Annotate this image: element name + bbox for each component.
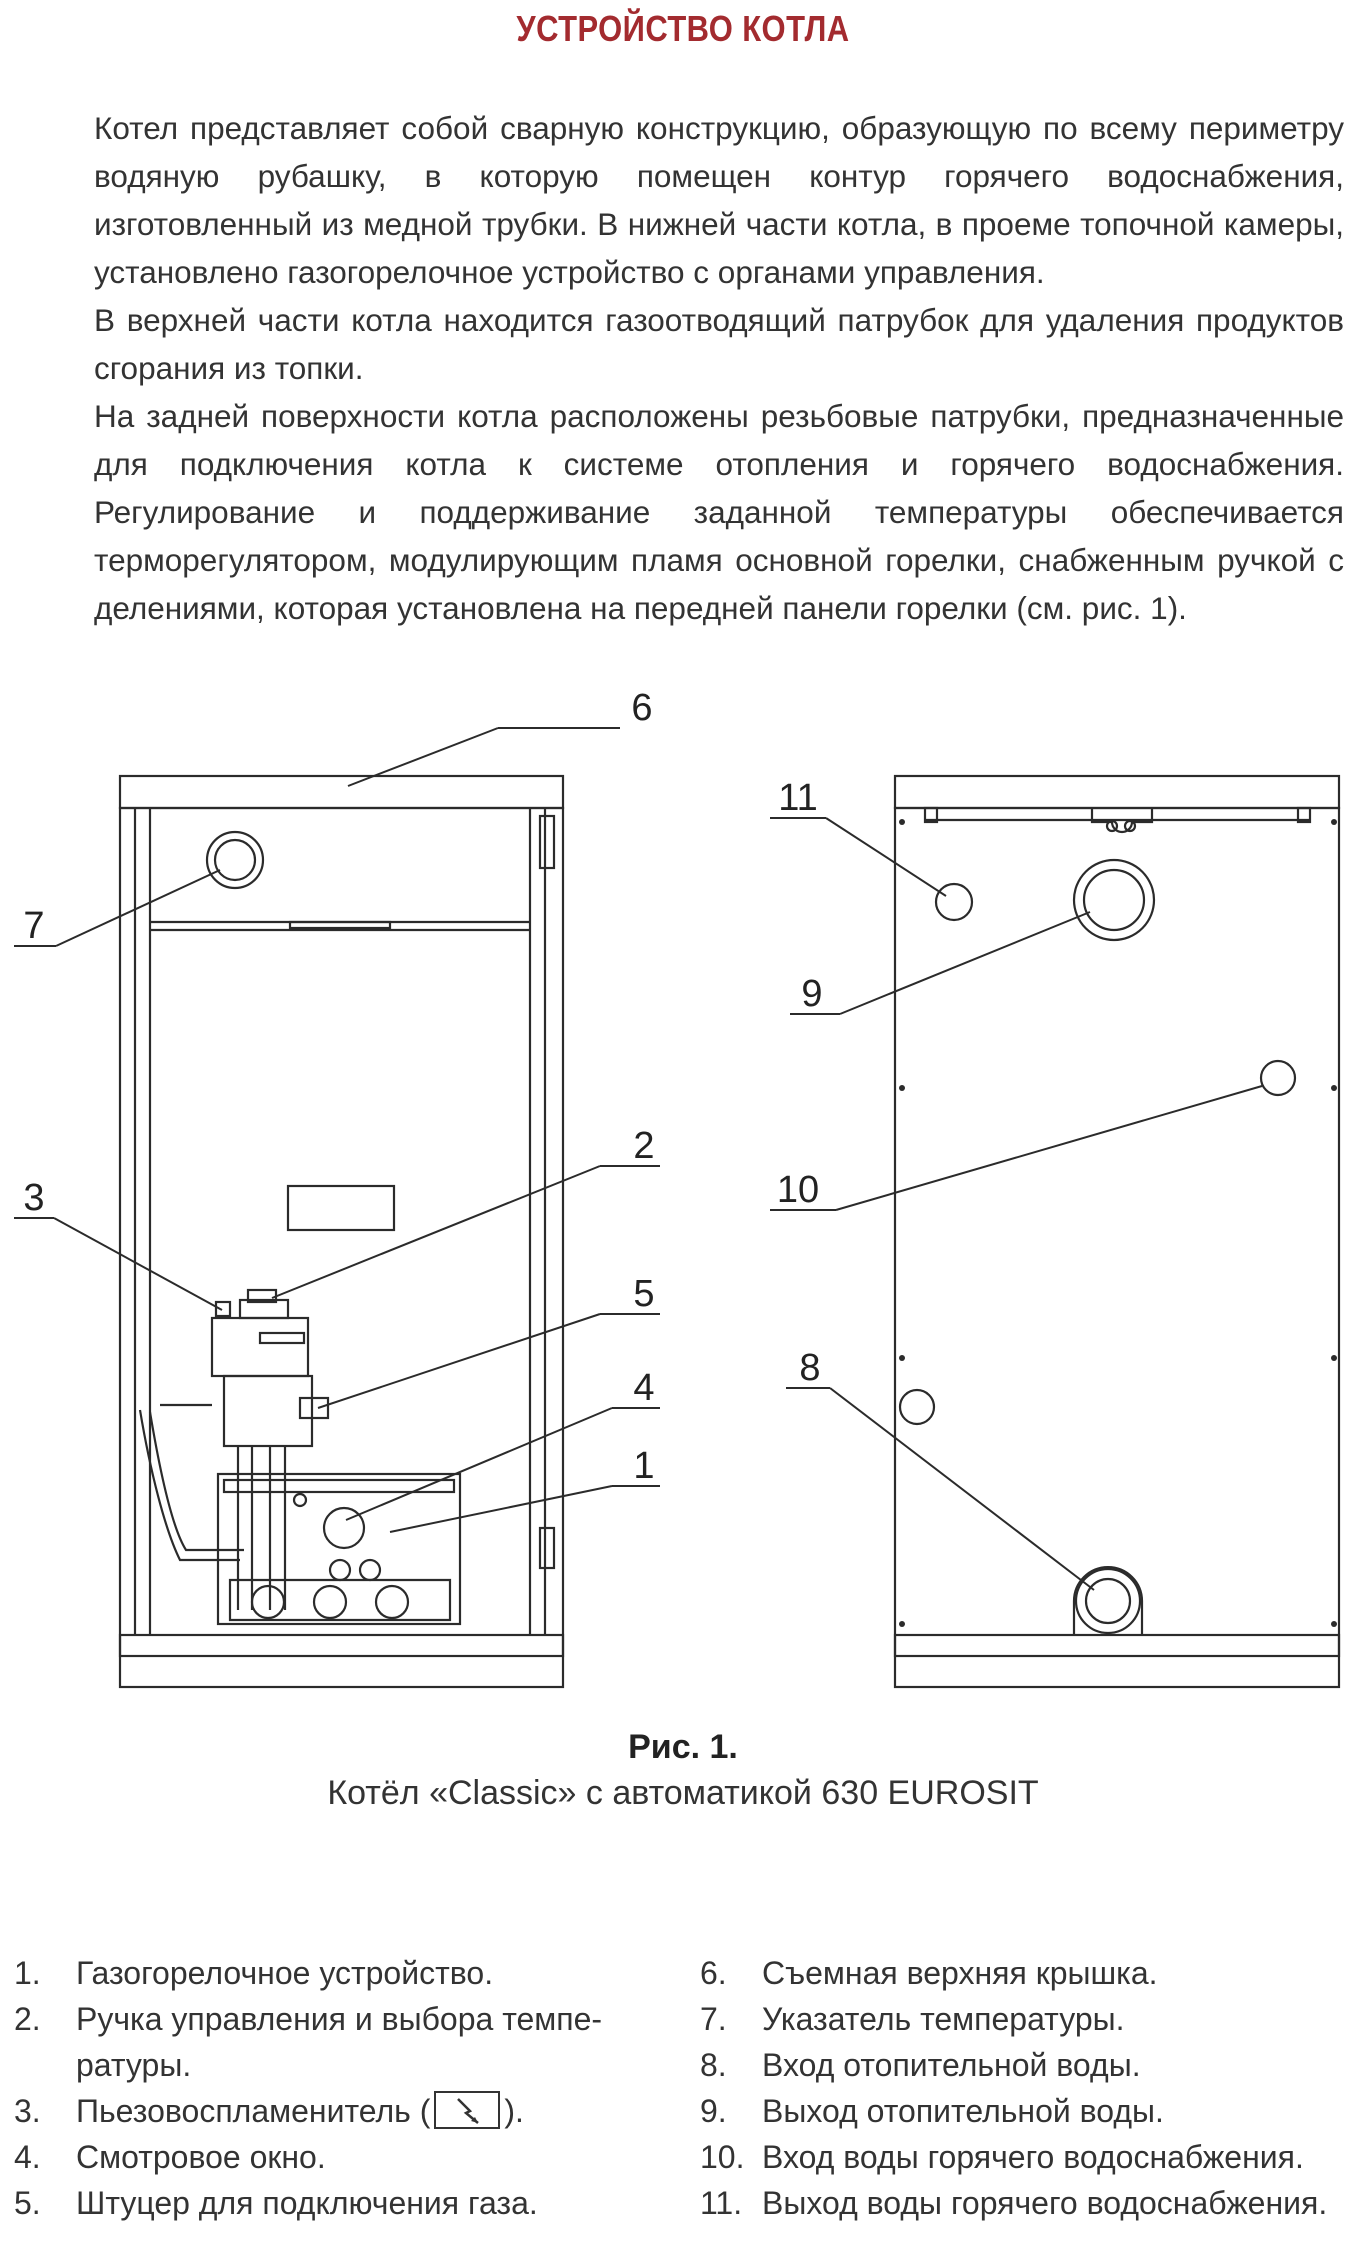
legend-item: 4. Смотровое окно.	[14, 2139, 326, 2175]
piezo-spark-icon	[434, 2091, 501, 2129]
thermometer-icon	[205, 830, 265, 890]
gas-valve	[210, 1316, 310, 1378]
legend-item: 8. Вход отопительной воды.	[700, 2047, 1141, 2083]
hot-water-outlet-icon	[934, 882, 974, 922]
paragraph-3: На задней поверхности котла расположены …	[94, 398, 1344, 626]
paragraph-1: Котел представляет собой сварную констру…	[94, 110, 1344, 290]
legend-left-column: 1. Газогорелочное устройство. 2. Ручка у…	[14, 1950, 654, 2226]
boiler-figure: 6 7 3 2 5 4 1 11 9 10 8	[0, 650, 1366, 1720]
legend-item: 9. Выход отопительной воды.	[700, 2093, 1164, 2129]
callout-3: 3	[23, 1177, 44, 1219]
figure-caption-subtitle: Котёл «Classic» с автоматикой 630 EUROSI…	[327, 1774, 1039, 1812]
hot-water-inlet-icon	[1259, 1059, 1297, 1097]
legend-item: 6. Съемная верхняя крышка.	[700, 1955, 1158, 1991]
legend-right-column: 6. Съемная верхняя крышка. 7. Указатель …	[700, 1950, 1360, 2226]
front-view	[118, 774, 565, 1689]
heating-inlet-icon	[1074, 1567, 1142, 1635]
legend-item: 3. Пьезовоспламенитель ().	[14, 2091, 524, 2129]
callout-9: 9	[801, 973, 822, 1015]
back-view	[893, 774, 1341, 1689]
page-title: УСТРОЙСТВО КОТЛА	[516, 8, 850, 49]
legend-item: 5. Штуцер для подключения газа.	[14, 2185, 538, 2221]
legend-item: 10. Вход воды горячего водоснабжения.	[700, 2139, 1304, 2175]
callout-7: 7	[23, 905, 44, 947]
top-cover	[118, 774, 565, 810]
legend-item: 7. Указатель температуры.	[700, 2001, 1125, 2037]
burner	[216, 1472, 462, 1626]
callout-1: 1	[633, 1445, 654, 1487]
callout-6: 6	[631, 687, 652, 729]
callout-8: 8	[799, 1347, 820, 1389]
figure-caption-title: Рис. 1.	[628, 1728, 738, 1766]
back-top-cover	[893, 774, 1341, 810]
callout-10: 10	[777, 1169, 819, 1211]
callout-4: 4	[633, 1367, 654, 1409]
heating-outlet-icon	[1072, 858, 1156, 942]
legend-item: 11. Выход воды горячего водоснабжения.	[700, 2185, 1328, 2221]
legend-item: 1. Газогорелочное устройство.	[14, 1955, 494, 1991]
legend-item: 2. Ручка управления и выбора темпе-ратур…	[14, 2001, 603, 2083]
callout-5: 5	[633, 1273, 654, 1315]
callout-2: 2	[633, 1125, 654, 1167]
boiler-drawing: 6 7 3 2 5 4 1 11 9 10 8	[14, 687, 1341, 1689]
callout-11: 11	[778, 777, 817, 819]
intro-text: Котел представляет собой сварную констру…	[94, 104, 1344, 632]
paragraph-2: В верхней части котла находится газоотво…	[94, 302, 1344, 386]
